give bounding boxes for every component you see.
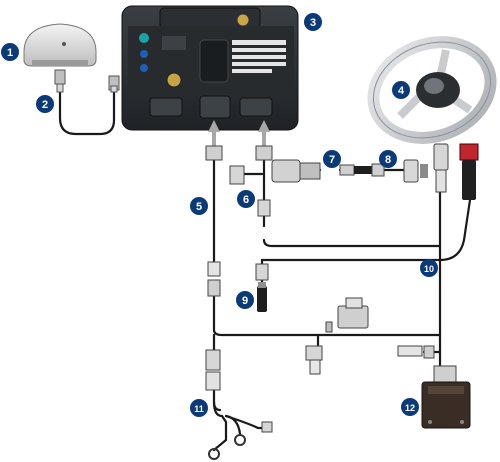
callout-10: 10 <box>420 259 438 277</box>
callout-label: 1 <box>7 47 13 59</box>
callout-9: 9 <box>236 291 254 309</box>
power-feed-cable <box>260 198 472 262</box>
callout-label: 3 <box>310 17 316 29</box>
sensor-connector <box>305 345 323 375</box>
callout-label: 8 <box>385 154 391 166</box>
callout-7: 7 <box>323 150 341 168</box>
callout-12: 12 <box>401 398 419 416</box>
control-box <box>421 365 471 429</box>
callout-label: 11 <box>194 404 204 414</box>
power-harness-cable <box>262 190 442 374</box>
antenna-cable <box>58 72 116 136</box>
callout-label: 9 <box>242 295 248 307</box>
main-trunk-cable <box>212 156 442 412</box>
callout-6: 6 <box>237 190 255 208</box>
display-unit <box>121 5 299 131</box>
motor-cable-connectors <box>271 159 372 183</box>
callout-3: 3 <box>304 13 322 31</box>
callout-11: 11 <box>190 399 208 417</box>
status-light-icon <box>139 33 149 43</box>
callout-1: 1 <box>1 43 19 61</box>
power-connectors <box>433 143 479 200</box>
relay-module <box>325 297 369 333</box>
antenna-connector-left <box>54 69 66 93</box>
switch-nine <box>255 263 269 312</box>
callout-8: 8 <box>379 150 397 168</box>
callout-4: 4 <box>392 81 410 99</box>
gnss-antenna <box>23 23 97 67</box>
port-two-arrow-head <box>258 120 270 132</box>
ring-terminals <box>208 421 273 460</box>
callout-label: 4 <box>398 85 405 97</box>
port-one-arrow-head <box>208 120 220 132</box>
callout-label: 10 <box>424 264 434 274</box>
callout-label: 5 <box>196 201 202 213</box>
callout-2: 2 <box>36 95 54 113</box>
callout-label: 2 <box>42 99 48 111</box>
adapter-eight <box>371 159 428 183</box>
trunk-connectors <box>205 261 221 391</box>
callout-label: 12 <box>405 403 415 413</box>
steering-wheel-motor <box>367 36 497 144</box>
callout-label: 6 <box>243 194 249 206</box>
connector-six <box>205 145 273 217</box>
antenna-connector-right <box>108 75 120 93</box>
callout-5: 5 <box>190 197 208 215</box>
ground-lead-branch <box>224 414 264 430</box>
relay-connector-right <box>397 345 435 359</box>
callout-label: 7 <box>329 154 335 166</box>
